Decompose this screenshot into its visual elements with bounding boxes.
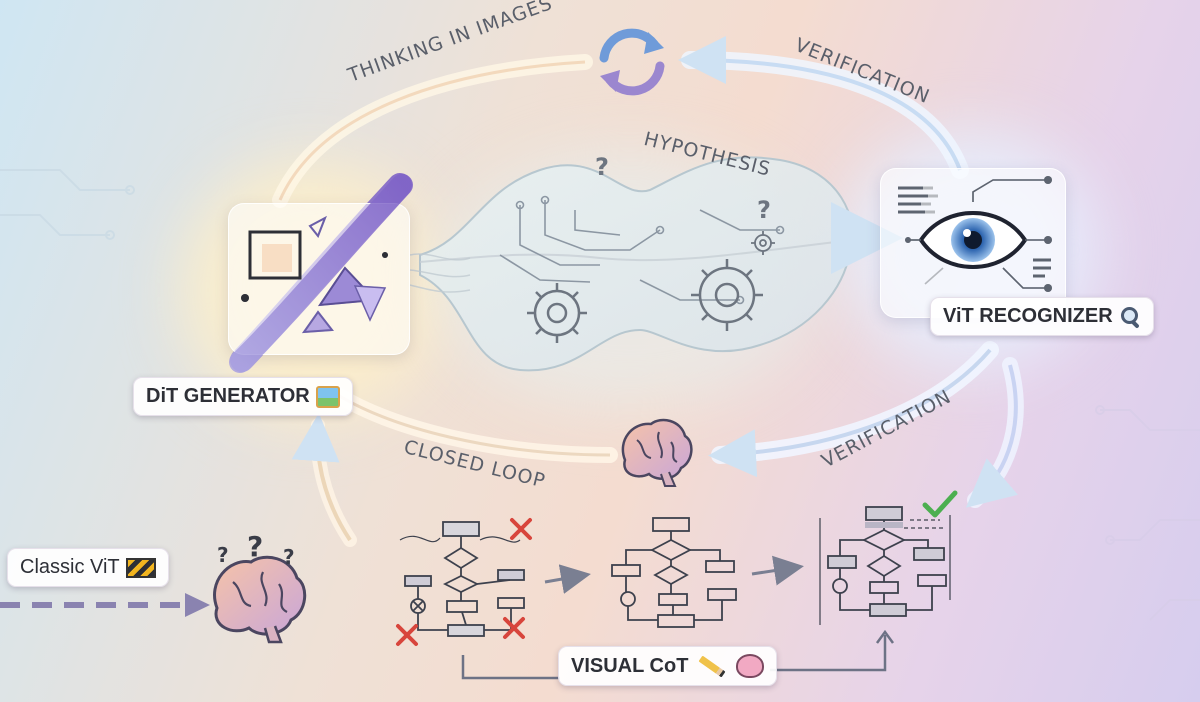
loop-arc-right-down [965, 357, 1024, 508]
circuit-inside-bubble [499, 195, 785, 305]
magnifier-icon [1119, 306, 1141, 329]
classic-vit-dashed-arrow [0, 593, 210, 617]
progress-arrow [544, 564, 591, 594]
dit-generator-card [228, 203, 410, 355]
construction-barrier-icon [125, 557, 156, 578]
loop-arc-top-left [272, 54, 593, 208]
loop-arc-bottom-left [322, 382, 618, 463]
vit-recognizer-label: ViT RECOGNIZER [943, 305, 1113, 327]
vit-recognizer-card [880, 168, 1066, 318]
progress-arrow [751, 555, 804, 586]
classic-vit-pill: Classic ViT [7, 548, 169, 587]
dit-generator-label: DiT GENERATOR [146, 385, 310, 407]
question-mark-icon: ? [595, 153, 609, 181]
loop-arc-up-left [291, 413, 357, 547]
question-mark-icon: ? [247, 530, 263, 563]
question-mark-icon: ? [757, 196, 771, 224]
circuit-traces-right [1095, 405, 1200, 621]
visual-cot-bracket [461, 629, 895, 680]
question-mark-icon: ? [283, 545, 295, 569]
visual-cot-label: VISUAL CoT [571, 654, 689, 677]
gear-icon [751, 231, 775, 255]
hypothesis-bubble [419, 156, 903, 372]
error-x-icon [503, 617, 525, 639]
gear-icon [691, 259, 763, 331]
brain-icon [621, 418, 693, 487]
brain-icon [736, 654, 765, 678]
classic-vit-label: Classic ViT [20, 556, 120, 578]
vit-recognizer-pill: ViT RECOGNIZER [930, 297, 1154, 336]
visual-cot-pill: VISUAL CoT [558, 646, 778, 686]
brain-icon [213, 555, 307, 644]
gear-icon [527, 283, 587, 343]
flowchart-messy [399, 521, 525, 637]
picture-icon [315, 385, 340, 408]
circuit-traces-left [0, 169, 135, 240]
error-x-icon [510, 518, 532, 540]
question-mark-icon: ? [217, 543, 229, 567]
error-x-icon [396, 624, 418, 646]
loop-arc-bottom [708, 341, 999, 478]
loop-arc-top-right [678, 36, 969, 179]
pencil-icon [698, 655, 726, 677]
check-mark-icon [922, 490, 958, 518]
stream-generator-to-bubble [409, 253, 471, 293]
flowchart-clean [611, 517, 737, 628]
refresh-cycle-icon [599, 28, 665, 96]
flowchart-verified [819, 506, 951, 625]
dit-generator-pill: DiT GENERATOR [133, 377, 353, 416]
